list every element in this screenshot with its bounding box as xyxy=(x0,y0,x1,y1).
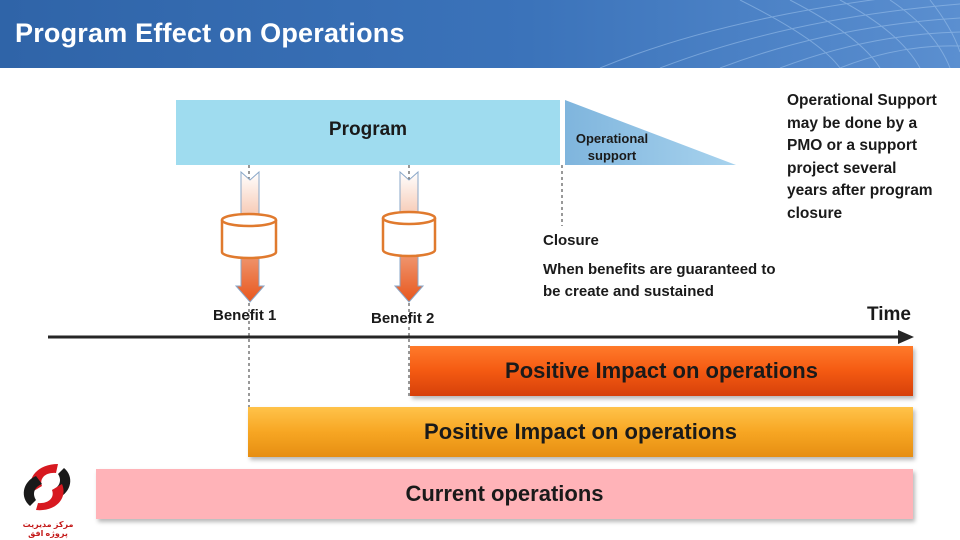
positive-impact-middle-label: Positive Impact on operations xyxy=(424,419,737,444)
time-label: Time xyxy=(867,304,912,325)
operational-support-note: Operational Support may be done by a PMO… xyxy=(787,92,937,222)
program-label: Program xyxy=(328,118,408,140)
positive-impact-bar-middle: Positive Impact on operations xyxy=(248,407,913,457)
benefit2-label: Benefit 2 xyxy=(371,310,435,327)
closure-description: When benefits are guaranteed to be creat… xyxy=(543,261,776,300)
benefit2-cylinder-icon xyxy=(381,210,437,258)
positive-impact-bar-top: Positive Impact on operations xyxy=(410,346,913,396)
current-operations-label: Current operations xyxy=(405,481,604,506)
timeline-arrow xyxy=(48,330,914,344)
slide-header: Program Effect on Operations xyxy=(0,0,960,68)
benefit1-label: Benefit 1 xyxy=(213,307,277,324)
operational-support-label: Operational support xyxy=(575,131,649,163)
positive-impact-top-label: Positive Impact on operations xyxy=(505,358,818,383)
closure-title: Closure xyxy=(543,232,599,249)
header-mesh-decoration xyxy=(599,0,960,68)
benefit1-cylinder-icon xyxy=(220,212,278,260)
operational-support-triangle xyxy=(565,100,736,165)
company-logo-icon xyxy=(23,464,71,511)
program-box: Program xyxy=(176,100,560,165)
company-logo-text: مرکز مدیریت پروژه افق xyxy=(22,520,74,538)
page-title: Program Effect on Operations xyxy=(15,18,405,48)
current-operations-bar: Current operations xyxy=(96,469,913,519)
